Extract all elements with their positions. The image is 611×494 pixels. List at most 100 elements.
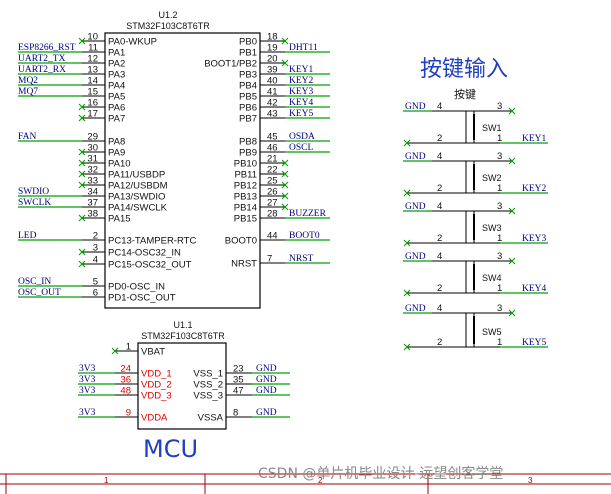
pin-number: 12 [87,54,98,65]
no-connect-mark [281,203,289,211]
net-label: 3V3 [79,386,96,396]
pin-name: PA12/USBDM [108,181,168,192]
pin-number: 4 [437,201,442,212]
pin-name: PA15 [108,214,131,225]
mcu-label: MCU [143,435,198,463]
pin-name: PB7 [239,114,257,125]
pin-name: PB5 [239,92,257,103]
net-label: BOOT0 [289,231,320,241]
net-label: MQ2 [18,76,38,86]
net-label: UART2_TX [18,54,66,64]
net-label: MQ7 [18,87,38,97]
pin-name: PB6 [239,103,257,114]
no-connect-mark [508,157,516,165]
net-label: KEY3 [289,87,314,97]
pin-name: PC14-OSC32_IN [108,248,181,259]
pin-number: 1 [126,342,131,353]
pin-number: 5 [93,277,98,288]
pin-name: PA11/USBDP [108,170,165,181]
pin-name: PB12 [234,181,257,192]
pin-name: VDD_2 [141,380,172,391]
net-label: KEY4 [289,98,314,108]
net-label: KEY5 [289,109,314,119]
pin-number: 4 [437,251,442,262]
pin-number: 48 [120,386,131,397]
net-label: ESP8266_RST [18,43,76,53]
net-label: UART2_RX [18,65,66,75]
pin-number: 42 [267,98,278,109]
net-label: OSC_OUT [18,288,61,298]
net-label: GND [405,102,426,112]
pin-number: 38 [87,209,98,220]
pin-number: 7 [267,254,272,265]
net-label: GND [405,252,426,262]
pin-number: 10 [87,32,98,43]
u11-part-number: STM32F103C8T6TR [141,331,225,341]
no-connect-mark [281,159,289,167]
net-label: KEY2 [522,184,547,194]
no-connect-mark [78,114,86,122]
pin-number: 1 [497,183,502,194]
no-connect-mark [508,309,516,317]
net-label: SWDIO [18,187,49,197]
switch-reference: SW3 [482,223,502,233]
pin-number: 6 [93,288,98,299]
no-connect-mark [281,59,289,67]
net-label: OSCL [289,143,313,153]
pin-number: 4 [437,151,442,162]
pin-name: VSS_2 [193,380,223,391]
pin-name: PA9 [108,148,125,159]
net-label: KEY5 [522,338,547,348]
pin-number: 23 [233,364,244,375]
net-label: GND [405,304,426,314]
pin-number: 18 [267,32,278,43]
pin-name: PB10 [234,159,257,170]
pin-number: 3 [497,201,502,212]
switch-reference: SW5 [482,327,502,337]
pin-name: PD1-OSC_OUT [108,293,176,304]
pin-name: VSS_1 [193,369,223,380]
pin-number: 19 [267,43,278,54]
no-connect-mark [78,159,86,167]
net-label: LED [18,231,37,241]
net-label: KEY2 [289,76,314,86]
no-connect-mark [508,107,516,115]
no-connect-mark [281,37,289,45]
net-label: KEY4 [522,284,547,294]
pin-number: 13 [87,65,98,76]
pin-name: PC13-TAMPER-RTC [108,236,196,247]
net-label: GND [256,408,277,418]
pin-number: 44 [267,231,278,242]
pin-number: 2 [437,233,442,244]
pin-number: 17 [87,109,98,120]
pin-name: PA6 [108,103,125,114]
net-label: 3V3 [79,408,96,418]
pin-name: VDDA [141,413,168,424]
u11-reference: U1.1 [173,320,192,330]
pin-number: 8 [233,408,238,419]
pin-number: 20 [267,54,278,65]
no-connect-mark [281,170,289,178]
net-label: GND [256,364,277,374]
pin-name: PA2 [108,59,125,70]
no-connect-mark [78,260,86,268]
net-label: GND [256,386,277,396]
pin-number: 2 [437,337,442,348]
pin-number: 39 [267,65,278,76]
pin-name: PA10 [108,159,131,170]
pin-number: 28 [267,209,278,220]
pin-number: 3 [497,151,502,162]
pin-number: 1 [497,283,502,294]
no-connect-mark [78,148,86,156]
net-label: SWCLK [18,198,51,208]
pin-number: 37 [87,198,98,209]
u12-reference: U1.2 [158,10,177,20]
net-label: DHT11 [289,43,318,53]
no-connect-mark [403,239,411,247]
pin-name: VSSA [198,413,224,424]
